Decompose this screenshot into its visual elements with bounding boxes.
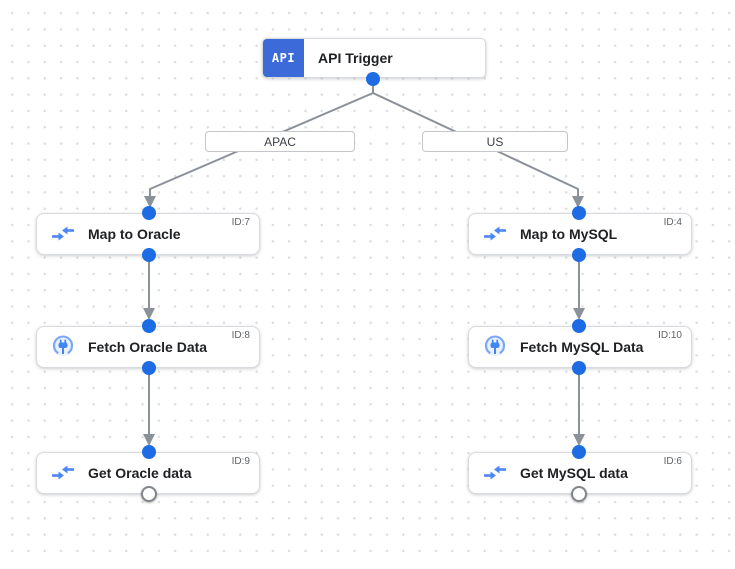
- node-id-badge: ID:6: [663, 456, 682, 467]
- node-id-badge: ID:10: [658, 330, 682, 341]
- node-id-badge: ID:7: [231, 217, 250, 228]
- port-input[interactable]: [142, 206, 156, 220]
- node-label: Fetch Oracle Data: [88, 339, 208, 355]
- port-output[interactable]: [572, 248, 586, 262]
- edge-label-us[interactable]: US: [422, 131, 568, 152]
- port-output-open[interactable]: [141, 486, 157, 502]
- node-label: Get Oracle data: [88, 465, 192, 481]
- node-label: Map to MySQL: [520, 226, 618, 242]
- edge-label-apac[interactable]: APAC: [205, 131, 355, 152]
- port-trigger-output[interactable]: [366, 72, 380, 86]
- node-id-badge: ID:9: [231, 456, 250, 467]
- node-label: Map to Oracle: [88, 226, 181, 242]
- data-mapping-icon: [483, 222, 507, 246]
- port-output[interactable]: [572, 361, 586, 375]
- data-mapping-icon: [51, 222, 75, 246]
- node-id-badge: ID:8: [231, 330, 250, 341]
- port-input[interactable]: [142, 445, 156, 459]
- port-input[interactable]: [142, 319, 156, 333]
- port-output-open[interactable]: [571, 486, 587, 502]
- port-output[interactable]: [142, 361, 156, 375]
- node-id-badge: ID:4: [663, 217, 682, 228]
- connector-icon: [51, 335, 75, 359]
- node-label: Get MySQL data: [520, 465, 628, 481]
- data-mapping-icon: [483, 461, 507, 485]
- node-label: API Trigger: [318, 50, 393, 66]
- node-label: Fetch MySQL Data: [520, 339, 644, 355]
- port-input[interactable]: [572, 445, 586, 459]
- port-output[interactable]: [142, 248, 156, 262]
- edge-label-text: US: [486, 134, 504, 149]
- data-mapping-icon: [51, 461, 75, 485]
- node-fetch-mysql-data[interactable]: Fetch MySQL Data ID:10: [468, 326, 692, 368]
- edge-label-text: APAC: [264, 134, 296, 149]
- port-input[interactable]: [572, 206, 586, 220]
- api-trigger-icon: API: [263, 39, 304, 77]
- connector-icon: [483, 335, 507, 359]
- node-api-trigger[interactable]: API API Trigger: [262, 38, 486, 78]
- canvas-edge: [0, 554, 735, 569]
- port-input[interactable]: [572, 319, 586, 333]
